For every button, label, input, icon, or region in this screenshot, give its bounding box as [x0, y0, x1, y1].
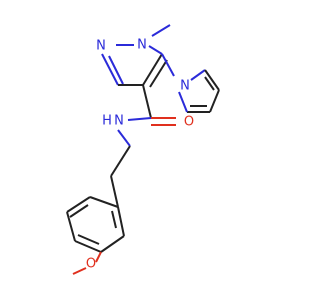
amide-n-label: N [114, 114, 124, 129]
bond-c5-pyrrole [161, 53, 175, 77]
bond-aryl-6-double [111, 210, 117, 229]
bond-c4-c5 [142, 53, 163, 86]
pyrazole-n1-label: N [137, 38, 147, 53]
bond-n1-methyl [151, 24, 171, 37]
bond-aryl-3 [66, 211, 76, 242]
molecule-canvas: N N N N H O O [66, 24, 220, 275]
carbonyl-o-label: O [184, 115, 194, 130]
atom-labels: N N N N H O O [86, 38, 194, 272]
bond-aryl-4-double [77, 234, 100, 245]
methoxy-o-label: O [86, 257, 96, 272]
bond-c4-carbonyl [142, 84, 152, 119]
bond-c4-c5-double [149, 59, 168, 88]
bond-ch2-ch2 [110, 145, 131, 177]
bond-aryl-methoxy [95, 251, 102, 263]
bond-pyrrole-2-double [204, 76, 215, 91]
bond-pyrrole-5 [178, 91, 188, 113]
bond-lines [66, 24, 220, 275]
bond-n2-c3 [101, 53, 119, 86]
bond-aryl-4 [74, 240, 102, 253]
bond-aryl-2 [66, 196, 91, 213]
bond-pyrrole-1 [190, 69, 206, 81]
bond-c5-n1 [148, 45, 163, 55]
bond-ch2-aryl [110, 175, 119, 208]
bond-aryl-2-double [69, 204, 89, 218]
bond-n-ch2 [117, 129, 131, 147]
bond-pyrrole-3 [209, 89, 220, 113]
molecule-structure: N N N N H O O [66, 24, 220, 275]
pyrazole-n2-label: N [96, 39, 106, 54]
bond-carbonyl-n [127, 117, 152, 121]
bond-aryl-1 [89, 196, 119, 208]
bond-methoxy-methyl [72, 267, 87, 275]
pyrrole-n-label: N [180, 79, 190, 94]
bond-aryl-5 [100, 235, 125, 253]
bond-pyrrole-2 [204, 69, 220, 91]
amide-h-label: H [102, 114, 112, 129]
bond-aryl-6 [117, 206, 125, 237]
bond-n2-c3-double [108, 55, 124, 85]
